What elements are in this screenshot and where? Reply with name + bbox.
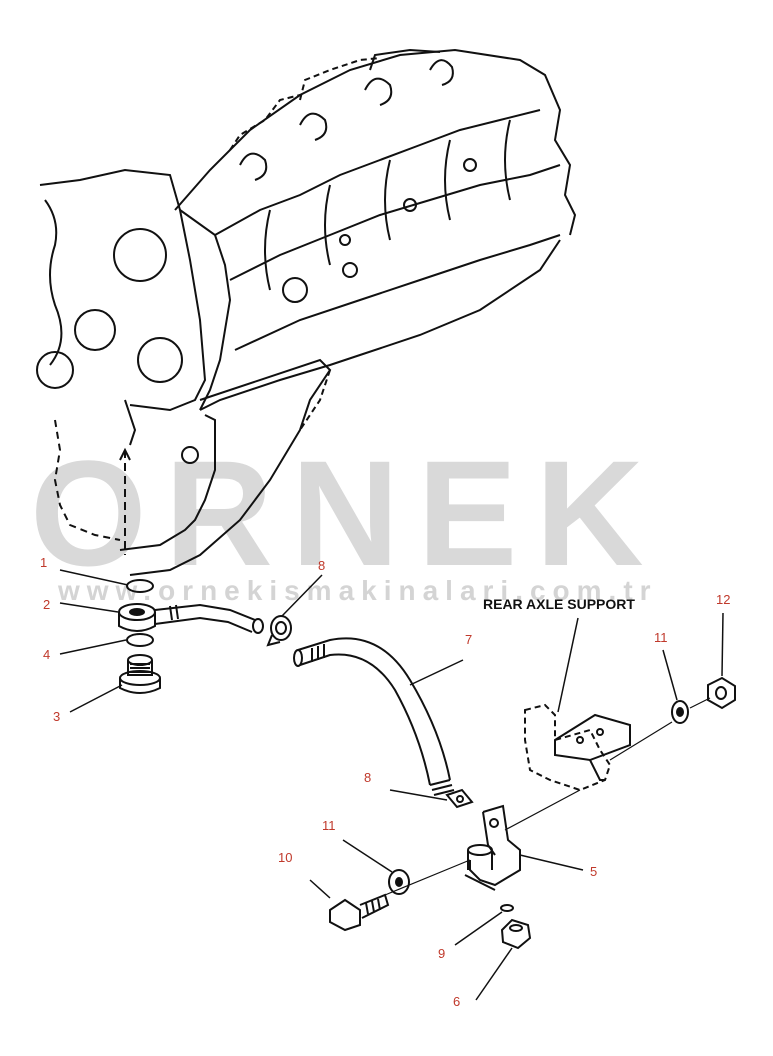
rear-axle-support (524, 703, 631, 792)
callout-9: 9 (438, 946, 445, 961)
engine-block (36, 48, 577, 576)
watermark: ORNEK www.ornekismakinalari.com.tr (30, 429, 662, 606)
part-11-washer-right (671, 700, 689, 724)
part-3-hollow-bolt (119, 654, 161, 694)
callout-1: 1 (40, 555, 47, 570)
callouts: 1 2 4 3 8 7 8 11 10 5 9 6 11 12 (40, 555, 730, 1009)
part-12-nut (707, 676, 736, 710)
part-8-clamp-top (266, 615, 292, 647)
part-11-washer-left (388, 869, 410, 895)
callout-8-bottom: 8 (364, 770, 371, 785)
part-4-washer (126, 633, 154, 647)
callout-5: 5 (590, 864, 597, 879)
callout-3: 3 (53, 709, 60, 724)
callout-10: 10 (278, 850, 292, 865)
callout-11-left: 11 (322, 818, 336, 833)
rear-axle-support-label: REAR AXLE SUPPORT (483, 596, 635, 612)
part-9-washer (500, 904, 514, 912)
callout-4: 4 (43, 647, 50, 662)
callout-6: 6 (453, 994, 460, 1009)
callout-7: 7 (465, 632, 472, 647)
callout-8-top: 8 (318, 558, 325, 573)
part-5-bracket (464, 804, 521, 891)
leader-lines (59, 569, 724, 1001)
watermark-brand: ORNEK (30, 429, 662, 597)
part-1-o-ring (126, 579, 154, 593)
part-10-bolt (329, 893, 390, 932)
callout-11-right: 11 (654, 630, 668, 645)
callout-12: 12 (716, 592, 730, 607)
watermark-url: www.ornekismakinalari.com.tr (57, 575, 658, 606)
part-6-nut (500, 918, 532, 950)
part-8-clamp-bottom (445, 788, 474, 809)
parts (118, 579, 736, 950)
part-2-banjo-fitting (118, 603, 264, 634)
callout-2: 2 (43, 597, 50, 612)
part-7-hose (293, 637, 455, 796)
